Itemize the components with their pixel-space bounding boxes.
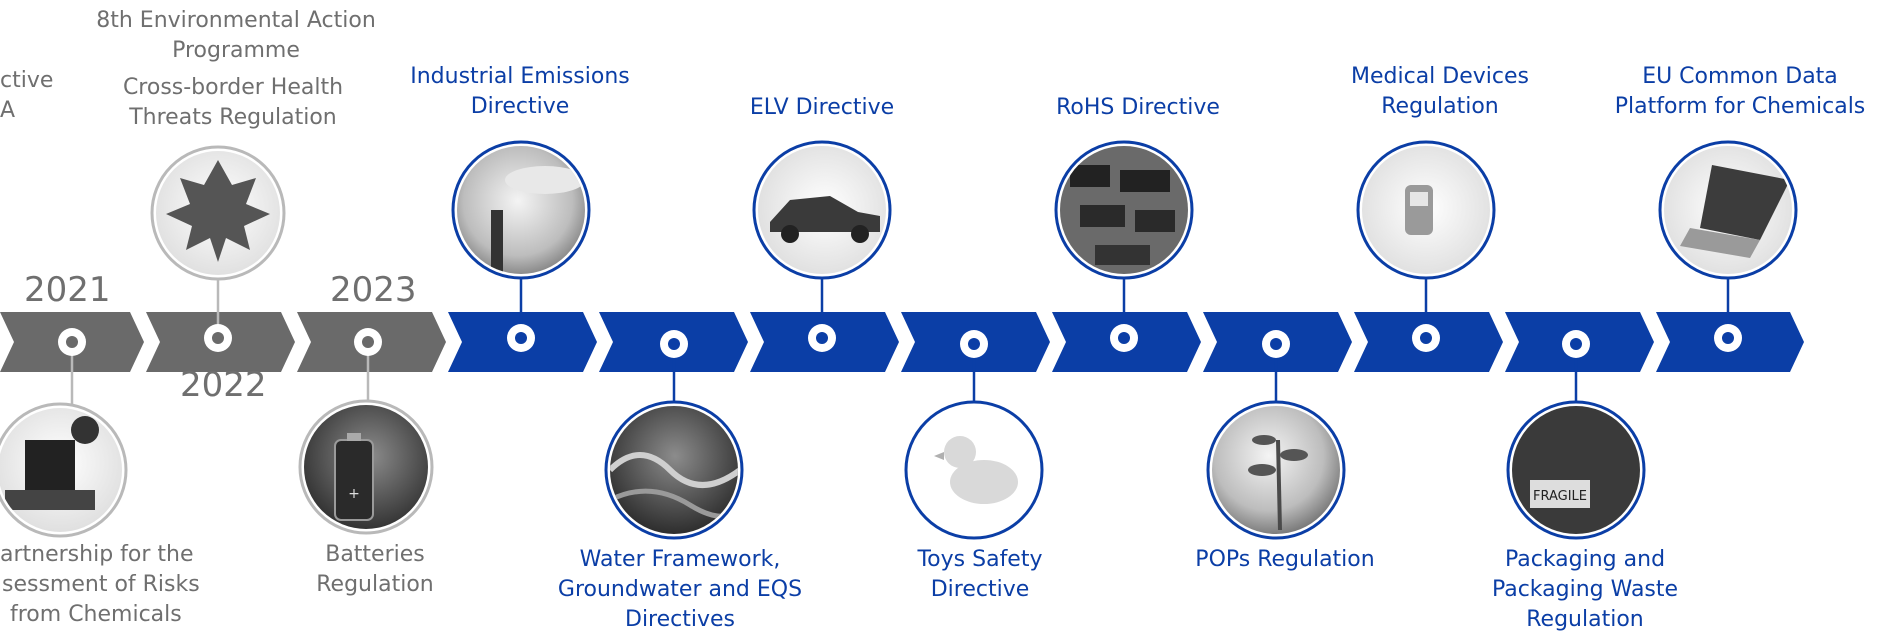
year-2023: 2023 [330, 270, 417, 310]
year-2021: 2021 [24, 270, 111, 310]
box-photo-icon: FRAGILE [1506, 400, 1646, 540]
microscope-photo-icon [0, 402, 128, 538]
svg-text:FRAGILE: FRAGILE [1533, 489, 1587, 504]
svg-text:+: + [348, 486, 360, 502]
laptop-photo-icon [1658, 140, 1798, 280]
year-2022: 2022 [180, 365, 267, 405]
bar-markers [58, 324, 1742, 358]
label-pops: POPs Regulation [1195, 547, 1375, 572]
label-rohs: RoHS Directive [1056, 95, 1220, 120]
medical-device-photo-icon [1356, 140, 1496, 280]
marker-2022 [204, 324, 232, 352]
chimney-photo-icon [451, 140, 591, 280]
water-photo-icon [604, 400, 744, 540]
circuit-photo-icon [1054, 140, 1194, 280]
plant-photo-icon [1206, 400, 1346, 540]
leaf-photo-icon [150, 145, 286, 281]
label-elv: ELV Directive [749, 95, 895, 120]
battery-photo-icon: + [298, 399, 434, 535]
marker-2023 [354, 328, 382, 356]
car-photo-icon [752, 140, 892, 280]
duck-photo-icon [904, 400, 1044, 540]
marker-2021 [58, 328, 86, 356]
